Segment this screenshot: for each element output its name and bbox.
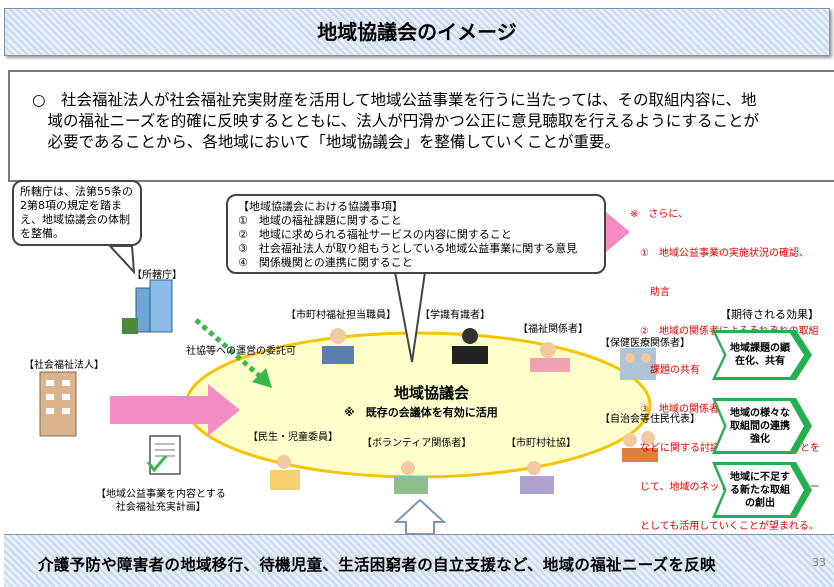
effect-text: 地域課題の顕 在化、共有 <box>716 333 804 377</box>
further-line: ① 地域公益事業の実施状況の確認、 <box>630 248 809 259</box>
document-icon <box>146 435 181 475</box>
label-city-staff: 【市町村福祉担当職員】 <box>286 310 396 321</box>
up-arrow <box>393 498 447 535</box>
title-bar: 地域協議会のイメージ <box>4 8 830 56</box>
effect-text: 地域の様々な 取組間の連携 強化 <box>716 401 804 451</box>
page-title: 地域協議会のイメージ <box>317 20 517 44</box>
intro-box: ○ 社会福祉法人が社会福祉充実財産を活用して地域公益事業を行うに当たっては、その… <box>8 70 834 182</box>
expert-illustration <box>452 328 488 364</box>
label-jichikai: 【自治会等住民代表】 <box>600 414 700 425</box>
health-illustration <box>620 348 656 380</box>
discussion-item: ② 地域に求められる福祉サービスの内容に関すること <box>238 228 512 241</box>
discussion-item: ④ 関係機関との連携に関すること <box>238 256 413 269</box>
discussion-item: ③ 社会福祉法人が取り組もうとしている地域公益事業に関する意見 <box>238 242 578 255</box>
effect-arrow: 地域に不足す る新たな取組 の創出 <box>712 462 812 518</box>
apartment-building-icon <box>39 371 77 437</box>
commission-arrowhead <box>252 368 272 388</box>
further-line: としても活用していくことが望まれる。 <box>630 521 819 532</box>
label-volunteer: 【ボランティア関係者】 <box>362 438 472 449</box>
discussion-item: ① 地域の福祉課題に関すること <box>238 214 402 227</box>
label-health: 【保健医療関係者】 <box>600 338 690 349</box>
effects-heading: 【期待される効果】 <box>720 308 819 321</box>
page-number: 33 <box>812 556 826 569</box>
label-shokatsucho: 【所轄庁】 <box>132 270 182 281</box>
prefecture-tail <box>107 245 136 275</box>
pink-arrow-left <box>110 384 240 436</box>
label-experts: 【学識有識者】 <box>420 310 490 321</box>
further-line: 課題の共有 <box>630 365 700 376</box>
further-line: 助言 <box>630 287 670 298</box>
label-plan: 【地域公益事業を内容とする 社会福祉充実計画】 <box>96 489 226 513</box>
bottom-text: 介護予防や障害者の地域移行、待機児童、生活困窮者の自立支援など、地域の福祉ニーズ… <box>38 556 716 574</box>
effect-arrow: 地域の様々な 取組間の連携 強化 <box>712 398 812 454</box>
label-houjin: 【社会福祉法人】 <box>24 360 104 371</box>
bottom-bar: 介護予防や障害者の地域移行、待機児童、生活困窮者の自立支援など、地域の福祉ニーズ… <box>4 534 834 587</box>
city-staff-illustration <box>322 328 354 364</box>
effect-arrow: 地域課題の顕 在化、共有 <box>712 330 812 380</box>
shakyo-illustration <box>520 461 554 494</box>
council-title: 地域協議会 <box>394 384 470 402</box>
discussion-callout: 【地域協議会における協議事項】 ① 地域の福祉課題に関すること ② 地域に求めら… <box>226 194 606 274</box>
jichikai-illustration <box>622 431 658 462</box>
council-note: ※ 既存の会議体を有効に活用 <box>344 406 498 419</box>
label-welfare: 【福祉関係者】 <box>518 324 588 335</box>
volunteer-illustration <box>394 461 428 494</box>
welfare-illustration <box>530 342 570 372</box>
intro-text: ○ 社会福祉法人が社会福祉充実財産を活用して地域公益事業を行うに当たっては、その… <box>32 91 759 151</box>
label-minsei: 【民生・児童委員】 <box>248 432 338 443</box>
minsei-illustration <box>270 455 300 490</box>
discussion-heading: 【地域協議会における協議事項】 <box>238 200 403 213</box>
effect-text: 地域に不足す る新たな取組 の創出 <box>716 465 804 515</box>
label-commission: 社協等への運営の委託可 <box>186 346 296 357</box>
office-building-icon <box>122 279 173 334</box>
commission-arrow <box>194 318 264 380</box>
further-line: ※ さらに、 <box>630 209 689 220</box>
prefecture-callout: 所轄庁は、法第55条の2第8項の規定を踏まえ、地域協議会の体制を整備。 <box>12 180 142 246</box>
label-shakyo: 【市町村社協】 <box>506 438 576 449</box>
prefecture-note-text: 所轄庁は、法第55条の2第8項の規定を踏まえ、地域協議会の体制を整備。 <box>20 185 133 240</box>
